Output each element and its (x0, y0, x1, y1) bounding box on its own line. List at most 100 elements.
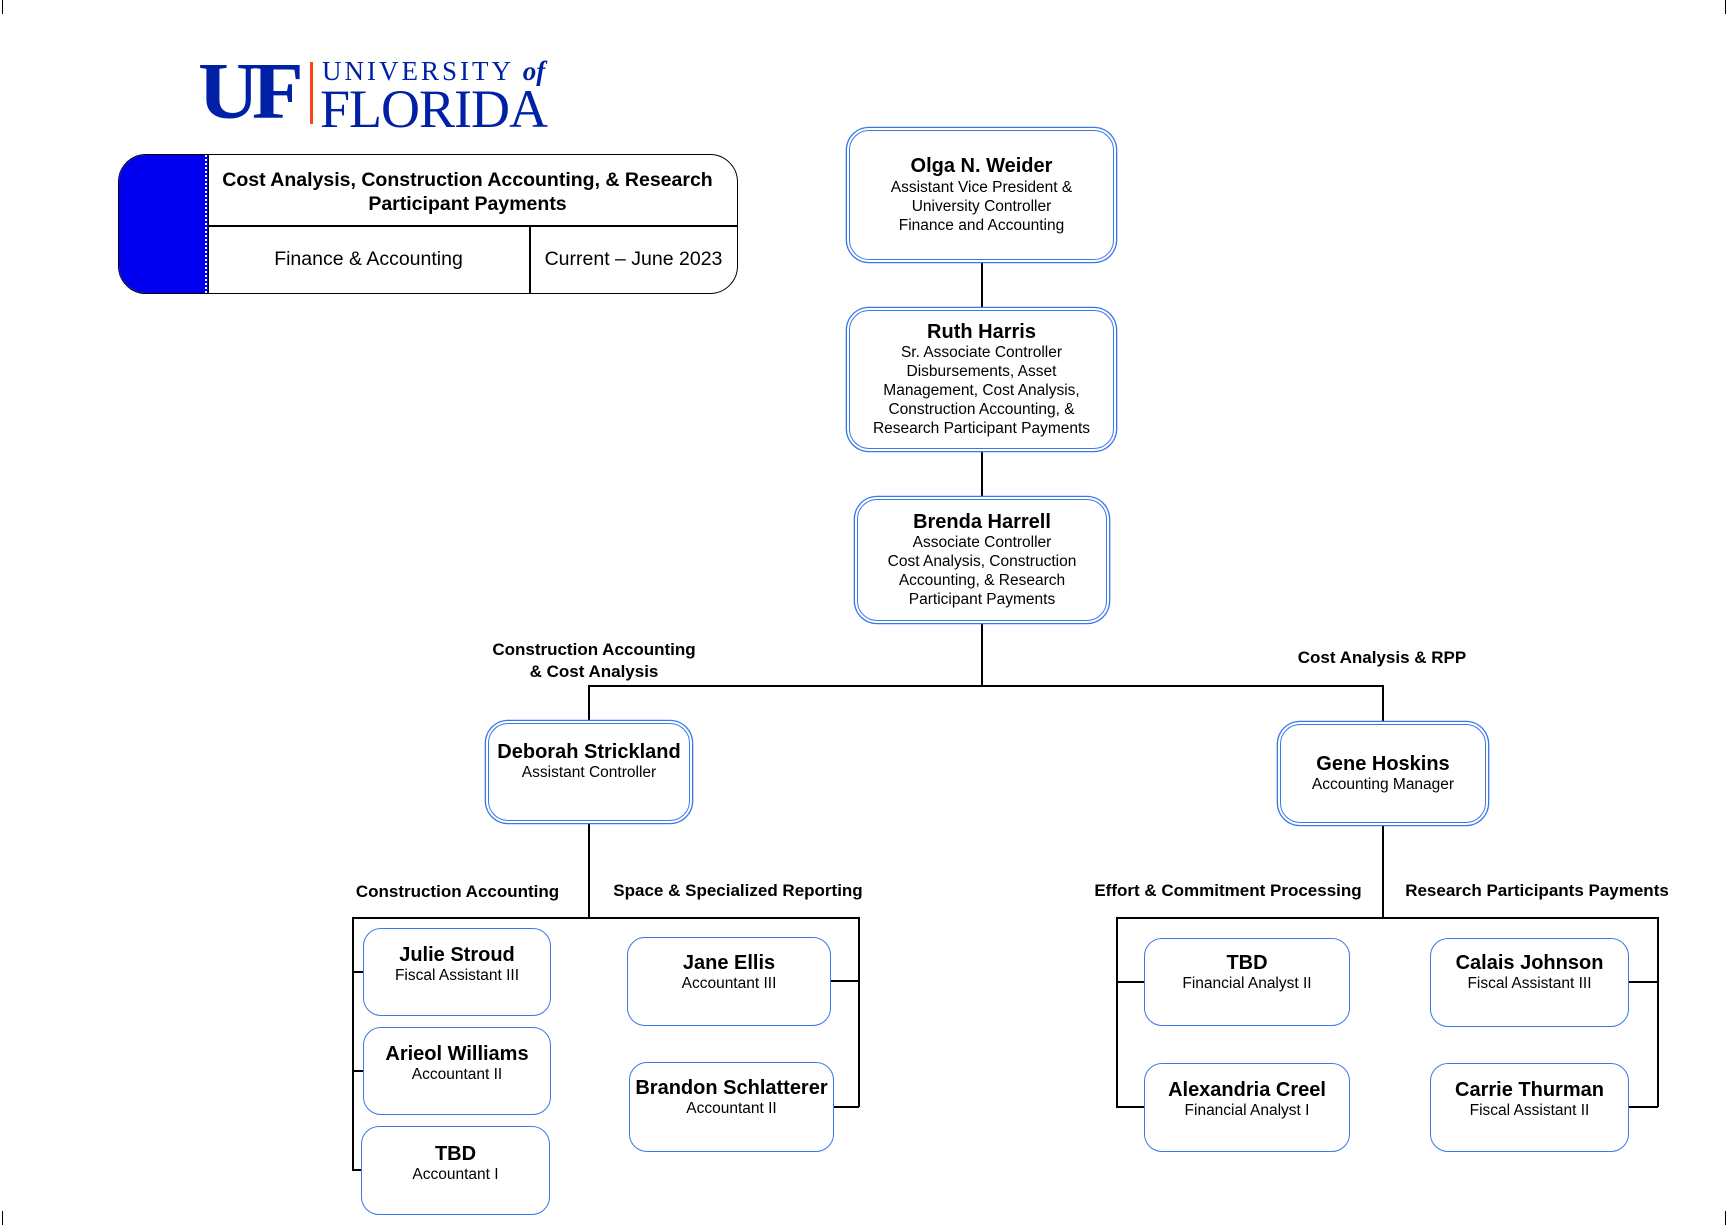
header-title: Cost Analysis, Construction Accounting, … (222, 168, 713, 215)
group-label-space: Space & Specialized Reporting (613, 881, 863, 900)
group-label-construction: Construction Accounting (355, 882, 560, 901)
uf-logo-line1: UNIVERSITY of (322, 58, 545, 85)
node-title-line: Accounting, & Research (898, 572, 1066, 590)
node-name: Julie Stroud (399, 944, 515, 966)
group-label-effort: Effort & Commitment Processing (1094, 881, 1362, 900)
node-title-line: Disbursements, Asset (906, 363, 1057, 381)
connector-research-rail (1657, 917, 1659, 1107)
uf-logo-mark: UF (198, 48, 304, 136)
connector-rail-williams (352, 1070, 363, 1072)
uf-logo-line2: FLORIDA (320, 79, 548, 139)
uf-logo: UF UNIVERSITY of FLORIDA (198, 52, 598, 136)
connector-rail-ellis (831, 980, 859, 982)
group-label-research: Research Participants Payments (1405, 881, 1669, 900)
node-tbd-financial-analyst-ii: TBD Financial Analyst II (1144, 938, 1350, 1026)
connector-rail-schlatterer (834, 1106, 859, 1108)
node-title-line: Assistant Controller (521, 764, 657, 782)
connector-weider-harris (981, 262, 983, 309)
node-title-line: University Controller (911, 197, 1052, 215)
node-name: Jane Ellis (682, 952, 776, 974)
header-department: Finance & Accounting (274, 248, 463, 270)
node-title-line: Cost Analysis, Construction (887, 553, 1077, 571)
node-name: Alexandria Creel (1168, 1079, 1326, 1101)
node-title-line: Accountant II (686, 1100, 777, 1118)
corner-mark-top-right (1725, 0, 1726, 14)
node-thurman: Carrie Thurman Fiscal Assistant II (1430, 1063, 1629, 1152)
node-title-line: Research Participant Payments (872, 420, 1091, 438)
node-weider: Olga N. Weider Assistant Vice President … (849, 130, 1114, 260)
node-title-line: Fiscal Assistant III (394, 967, 520, 985)
node-title-line: Construction Accounting, & (888, 401, 1075, 419)
connector-hoskins-down (1382, 824, 1384, 918)
node-title-line: Management, Cost Analysis, (883, 382, 1080, 400)
node-title-line: Associate Controller (912, 534, 1052, 552)
node-ellis: Jane Ellis Accountant III (627, 937, 831, 1026)
header-box: Cost Analysis, Construction Accounting, … (118, 154, 738, 294)
node-name: Deborah Strickland (497, 741, 681, 763)
connector-right-rail-space (858, 917, 860, 1107)
header-date: Current – June 2023 (544, 248, 723, 270)
node-name: Arieol Williams (385, 1043, 529, 1065)
node-title-line: Accountant I (412, 1166, 499, 1184)
uf-logo-of: of (522, 56, 546, 86)
node-title-line: Participant Payments (908, 591, 1056, 609)
header-accent-tab (119, 155, 209, 293)
node-title-line: Accountant II (411, 1066, 503, 1084)
node-johnson: Calais Johnson Fiscal Assistant III (1430, 938, 1629, 1027)
node-title-line: Assistant Vice President & (890, 178, 1073, 196)
node-name: TBD (434, 1143, 477, 1165)
connector-rail-tbd-fa2 (1116, 981, 1144, 983)
connector-strickland-down (588, 822, 590, 918)
node-name: TBD (1226, 952, 1268, 974)
node-name: Carrie Thurman (1455, 1079, 1604, 1101)
group-label-cost-rpp: Cost Analysis & RPP (1297, 648, 1467, 667)
node-title-line: Finance and Accounting (898, 216, 1065, 234)
node-harris: Ruth Harris Sr. Associate Controller Dis… (849, 310, 1114, 449)
header-divider-v (529, 225, 531, 293)
group-label-construction-cost-line1: Construction Accounting (492, 640, 696, 659)
group-label-construction-cost: Construction Accounting & Cost Analysis (484, 639, 704, 683)
header-dotted-line (205, 155, 207, 293)
corner-mark-bottom-right (1725, 1211, 1726, 1225)
connector-branch-hoskins (1382, 685, 1384, 723)
node-name: Brenda Harrell (913, 510, 1051, 533)
node-name: Olga N. Weider (910, 155, 1053, 178)
connector-rail-creel (1116, 1106, 1144, 1108)
node-hoskins: Gene Hoskins Accounting Manager (1280, 724, 1486, 823)
node-stroud: Julie Stroud Fiscal Assistant III (363, 928, 551, 1016)
connector-branch-horizontal (588, 685, 1383, 687)
uf-logo-university: UNIVERSITY (322, 56, 513, 86)
connector-branch-strickland (588, 685, 590, 723)
connector-effort-rail (1116, 917, 1118, 1107)
node-title-line: Financial Analyst I (1184, 1102, 1310, 1120)
corner-mark-bottom-left (2, 1211, 3, 1225)
uf-logo-divider (310, 62, 313, 124)
node-name: Calais Johnson (1455, 952, 1604, 974)
connector-rail-johnson (1629, 981, 1658, 983)
node-title-line: Fiscal Assistant II (1469, 1102, 1590, 1120)
node-name: Brandon Schlatterer (635, 1077, 828, 1099)
node-title-line: Fiscal Assistant III (1467, 975, 1592, 993)
node-name: Ruth Harris (927, 321, 1036, 344)
node-harrell: Brenda Harrell Associate Controller Cost… (857, 499, 1107, 621)
group-label-construction-cost-line2: & Cost Analysis (529, 662, 659, 682)
connector-harrell-branch (981, 622, 983, 686)
node-williams: Arieol Williams Accountant II (363, 1027, 551, 1115)
node-strickland: Deborah Strickland Assistant Controller (488, 723, 690, 821)
node-tbd-accountant-i: TBD Accountant I (361, 1126, 550, 1215)
header-divider-h (208, 225, 737, 227)
node-creel: Alexandria Creel Financial Analyst I (1144, 1063, 1350, 1152)
corner-mark-top-left (2, 0, 3, 14)
node-title-line: Accounting Manager (1311, 776, 1455, 794)
node-title-line: Accountant III (681, 975, 777, 993)
connector-rail-stroud (352, 971, 363, 973)
node-title-line: Financial Analyst II (1182, 975, 1312, 993)
connector-rail-tbd-acct1 (352, 1169, 361, 1171)
node-name: Gene Hoskins (1316, 752, 1450, 775)
node-schlatterer: Brandon Schlatterer Accountant II (629, 1062, 834, 1152)
connector-rail-thurman (1629, 1106, 1658, 1108)
connector-hoskins-bar (1116, 917, 1658, 919)
connector-left-rail (352, 917, 354, 1170)
connector-strickland-bar (352, 917, 859, 919)
node-title-line: Sr. Associate Controller (900, 344, 1063, 362)
